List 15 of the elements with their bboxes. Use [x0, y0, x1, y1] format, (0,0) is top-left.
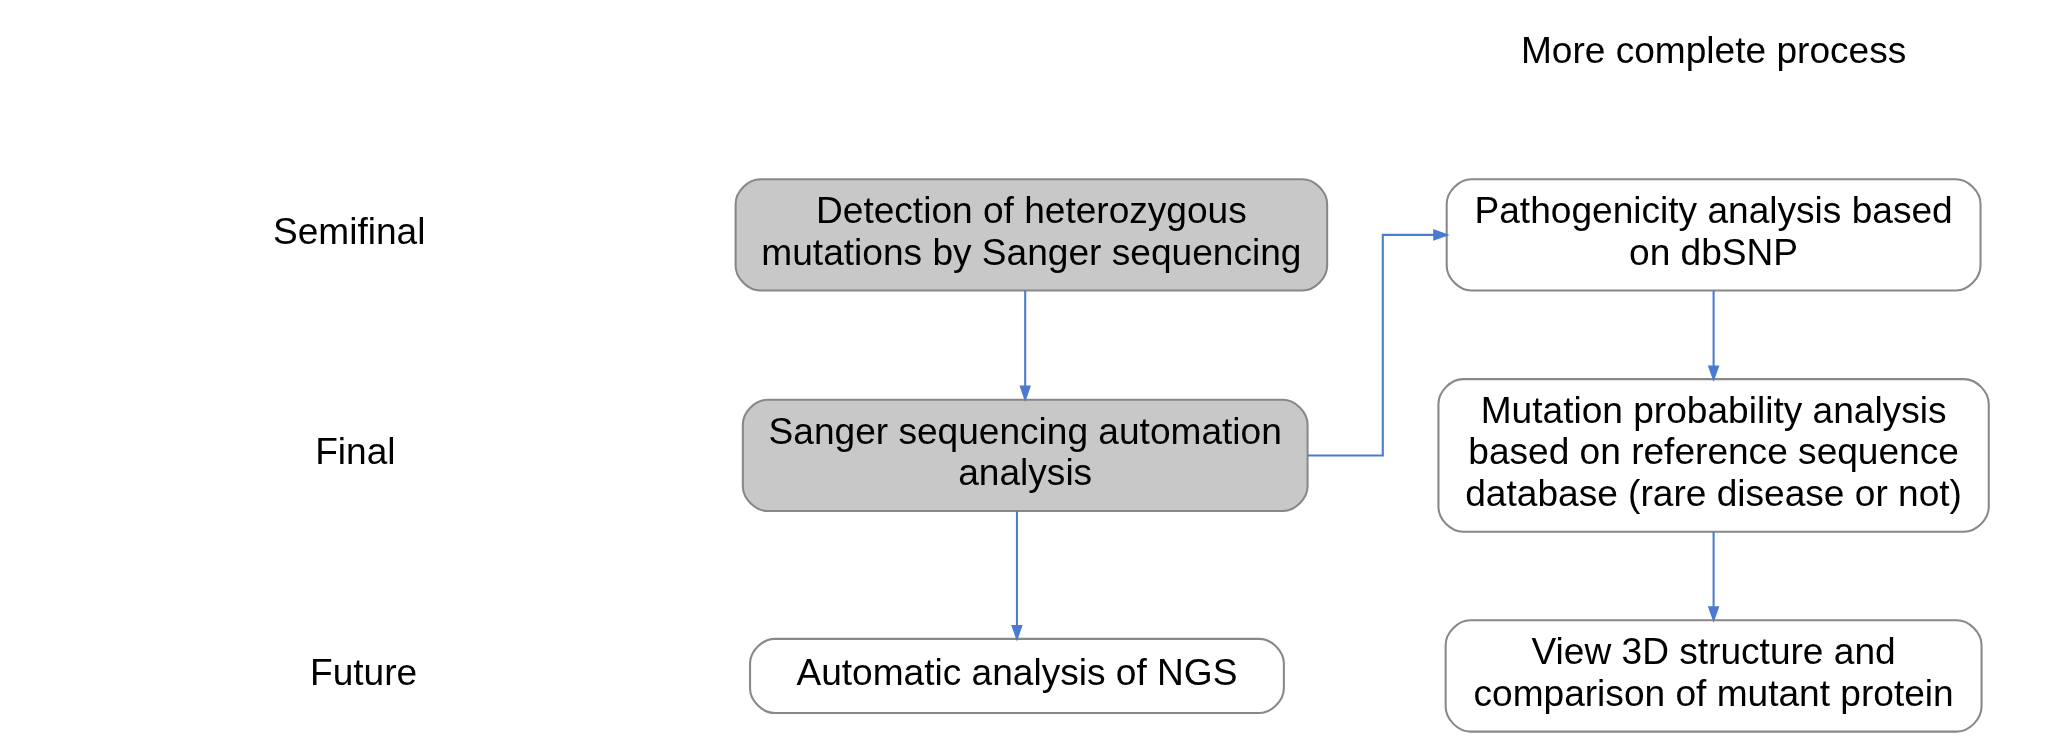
label: Final: [314, 430, 396, 473]
arrow: [1010, 511, 1023, 642]
arrow: [1307, 229, 1450, 457]
node-box: Detection of heterozygous mutations by Sanger sequencing: [734, 178, 1328, 292]
label: Future: [309, 651, 417, 694]
arrow: [1018, 290, 1031, 403]
node-box: Sanger sequencing automation analysis: [741, 398, 1309, 513]
label: More complete process: [1520, 28, 1906, 71]
arrow: [1707, 531, 1719, 623]
node-box: Automatic analysis of NGS: [748, 637, 1285, 715]
label: Semifinal: [272, 209, 425, 252]
node-box: View 3D structure and comparison of mutant protein: [1444, 619, 1983, 733]
node-box: Pathogenicity analysis based on dbSNP: [1445, 178, 1982, 292]
node-box: Mutation probability analysis based on reference sequence database (rare disease or not): [1436, 378, 1990, 533]
arrow: [1707, 290, 1719, 383]
